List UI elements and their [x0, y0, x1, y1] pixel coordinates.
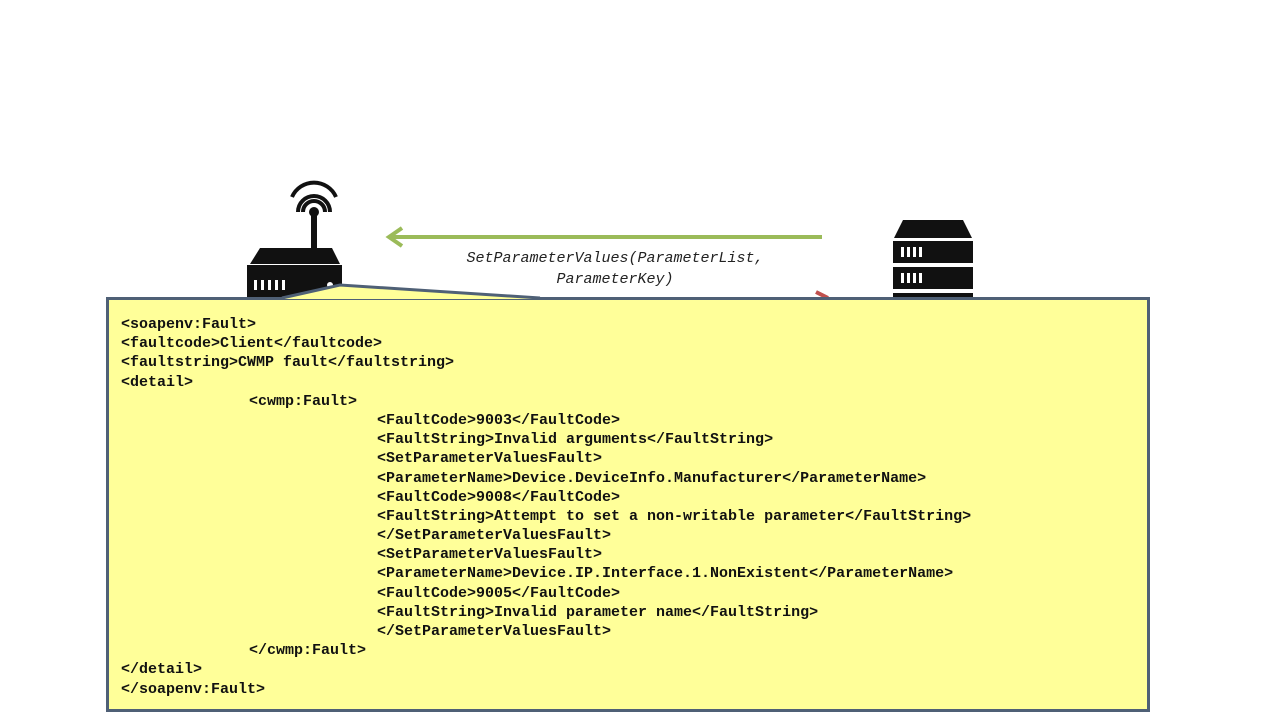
- xml-line: <FaultCode>9008</FaultCode>: [377, 488, 621, 506]
- xml-line: </SetParameterValuesFault>: [377, 527, 612, 545]
- xml-line: <ParameterName>Device.IP.Interface.1.Non…: [377, 565, 954, 583]
- fault-response-callout: <soapenv:Fault> <faultcode>Client</faultc…: [106, 297, 1150, 712]
- xml-line: <detail>: [121, 373, 194, 391]
- xml-line: <SetParameterValuesFault>: [377, 546, 603, 564]
- xml-line: <ParameterName>Device.DeviceInfo.Manufac…: [377, 469, 927, 487]
- xml-line: <FaultString>Invalid parameter name</Fau…: [377, 603, 819, 621]
- xml-line: </SetParameterValuesFault>: [377, 623, 612, 640]
- xml-line: <SetParameterValuesFault>: [377, 450, 603, 468]
- xml-fault-body: <soapenv:Fault> <faultcode>Client</faultc…: [121, 315, 971, 699]
- xml-line: <soapenv:Fault>: [121, 316, 257, 333]
- request-arrow: [385, 226, 822, 248]
- xml-line: <FaultString>Attempt to set a non-writab…: [377, 507, 972, 525]
- xml-line: <faultcode>Client</faultcode>: [121, 335, 383, 353]
- xml-line: <FaultCode>9003</FaultCode>: [377, 411, 621, 429]
- xml-line: </detail>: [121, 661, 203, 679]
- xml-line: <cwmp:Fault>: [249, 392, 358, 410]
- xml-line: </cwmp:Fault>: [249, 642, 367, 660]
- xml-line: <faultstring>CWMP fault</faultstring>: [121, 354, 455, 372]
- message-label: SetParameterValues(ParameterList, Parame…: [430, 248, 800, 290]
- message-line-2: ParameterKey): [556, 271, 674, 288]
- xml-line: <FaultCode>9005</FaultCode>: [377, 584, 621, 602]
- router-icon: [247, 180, 342, 297]
- xml-line: <FaultString>Invalid arguments</FaultStr…: [377, 431, 774, 449]
- xml-line: </soapenv:Fault>: [121, 680, 266, 698]
- server-icon: [893, 220, 973, 299]
- message-line-1: SetParameterValues(ParameterList,: [466, 250, 764, 267]
